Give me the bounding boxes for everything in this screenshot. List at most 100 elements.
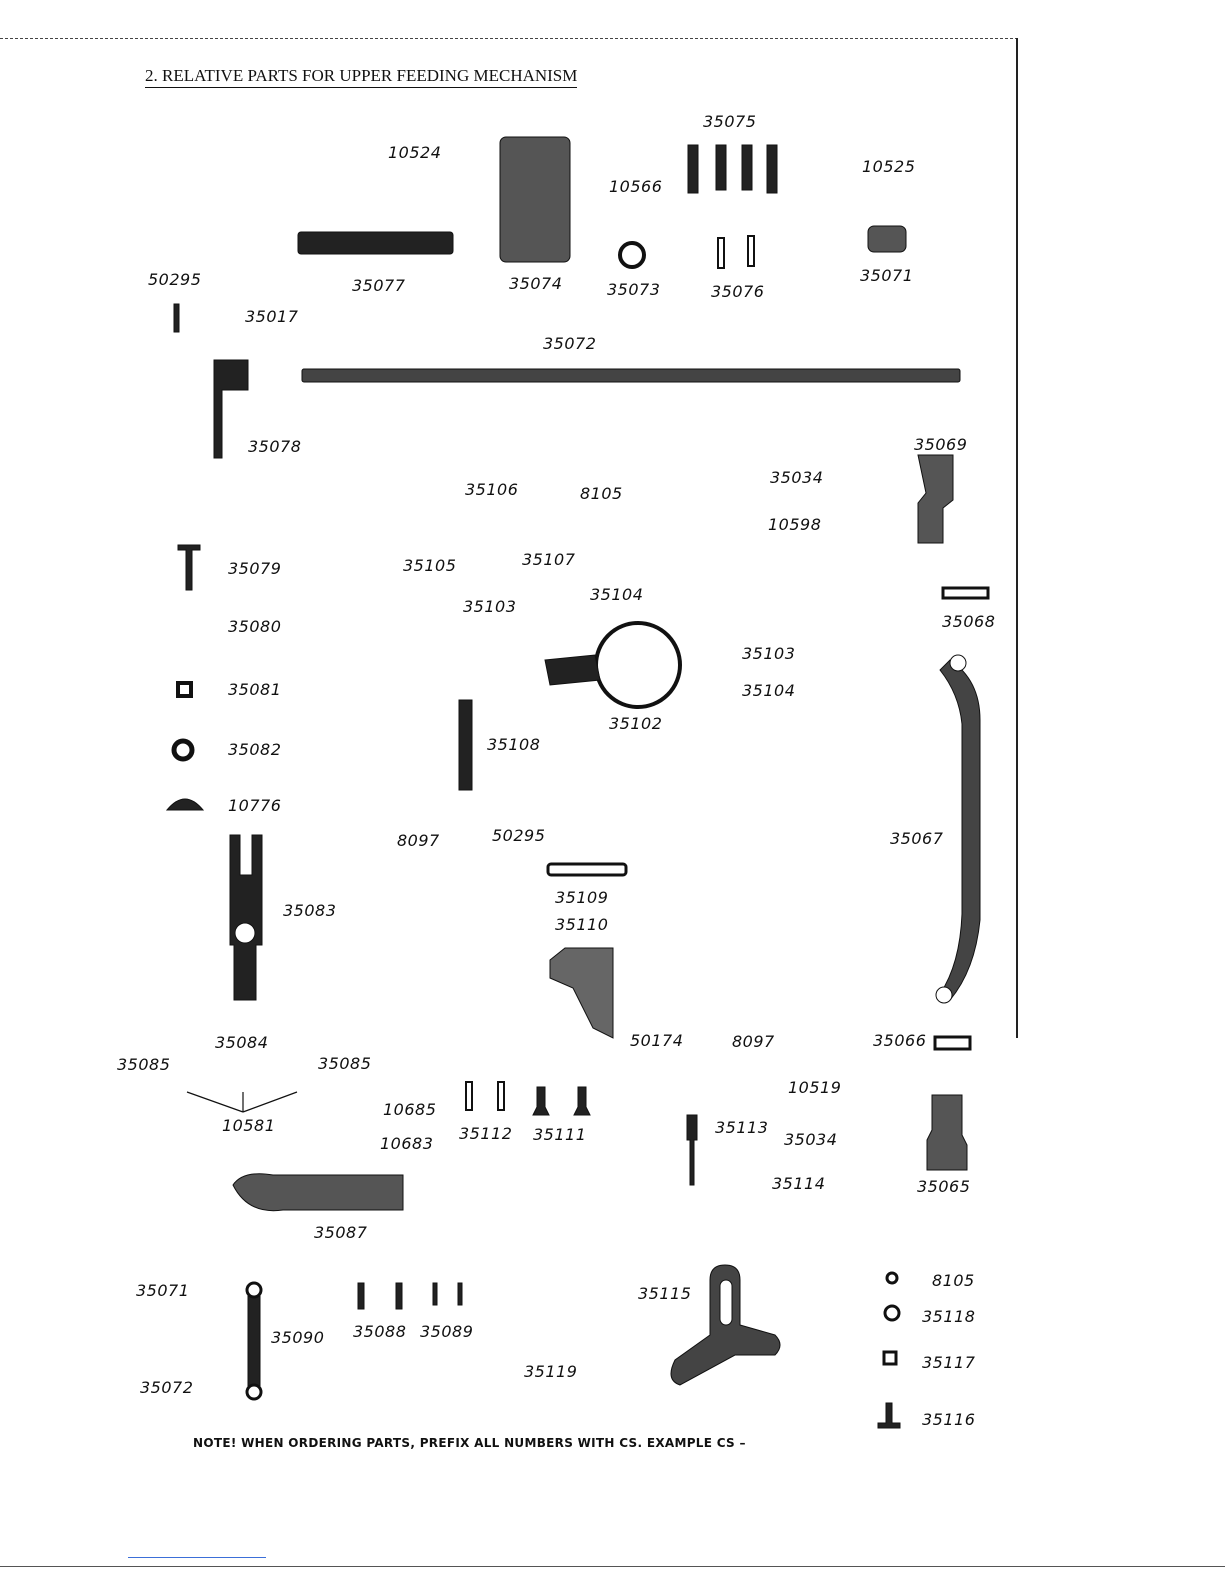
- part-35112-pins: [465, 1081, 505, 1111]
- part-number-label: 35067: [890, 829, 944, 848]
- part-number-label: 35111: [533, 1125, 587, 1144]
- part-number-label: 35112: [459, 1124, 513, 1143]
- part-35081-nut: [176, 681, 193, 698]
- part-35088-35089-screws: [357, 1282, 463, 1310]
- part-number-label: 35084: [215, 1033, 269, 1052]
- part-10581-leader: [186, 1091, 298, 1113]
- part-number-label: 35104: [590, 585, 644, 604]
- part-35075-screws: [687, 144, 778, 194]
- part-number-label: 35079: [228, 559, 282, 578]
- part-number-label: 35068: [942, 612, 996, 631]
- part-35102-ring: [594, 621, 682, 709]
- part-number-label: 35082: [228, 740, 282, 759]
- part-35068-pin: [941, 586, 990, 600]
- ordering-note: NOTE! WHEN ORDERING PARTS, PREFIX ALL NU…: [193, 1436, 746, 1450]
- part-number-label: 35117: [922, 1353, 976, 1372]
- part-number-label: 10683: [380, 1134, 434, 1153]
- part-35109-pin: [546, 862, 628, 877]
- bottom-border: [0, 1566, 1225, 1567]
- part-number-label: 35066: [873, 1031, 927, 1050]
- part-number-label: 35065: [917, 1177, 971, 1196]
- part-number-label: 10776: [228, 796, 282, 815]
- part-number-label: 35119: [524, 1362, 578, 1381]
- part-number-label: 35080: [228, 617, 282, 636]
- part-35087-arm: [232, 1173, 404, 1212]
- part-number-label: 35074: [509, 274, 563, 293]
- part-number-label: 8105: [932, 1271, 975, 1290]
- part-number-label: 35105: [403, 556, 457, 575]
- part-number-label: 35103: [742, 644, 796, 663]
- footer-link-underline[interactable]: [128, 1557, 266, 1558]
- part-number-label: 8105: [580, 484, 623, 503]
- part-number-label: 35077: [352, 276, 406, 295]
- part-number-label: 35017: [245, 307, 299, 326]
- part-number-label: 35085: [117, 1055, 171, 1074]
- part-35074-block: [499, 136, 571, 263]
- part-number-label: 35071: [136, 1281, 190, 1300]
- part-number-label: 35104: [742, 681, 796, 700]
- part-35083-fork: [229, 834, 263, 1001]
- part-35077-shaft: [297, 231, 454, 255]
- part-number-label: 35108: [487, 735, 541, 754]
- part-35116-screw: [877, 1402, 901, 1429]
- part-number-label: 35106: [465, 480, 519, 499]
- part-number-label: 35076: [711, 282, 765, 301]
- part-10776-clip: [165, 798, 205, 811]
- part-number-label: 35034: [784, 1130, 838, 1149]
- part-35102-arm: [544, 654, 601, 686]
- part-number-label: 35109: [555, 888, 609, 907]
- part-35111-screws: [532, 1086, 591, 1116]
- part-number-label: 35073: [607, 280, 661, 299]
- part-35118-ring: [883, 1304, 901, 1322]
- part-number-label: 8097: [732, 1032, 775, 1051]
- part-35076-pins: [717, 235, 755, 269]
- part-number-label: 35085: [318, 1054, 372, 1073]
- part-number-label: 35069: [914, 435, 968, 454]
- part-35090-link: [247, 1289, 261, 1391]
- part-35117-nut: [882, 1350, 898, 1366]
- part-number-label: 35113: [715, 1118, 769, 1137]
- part-number-label: 10566: [609, 177, 663, 196]
- part-number-label: 35089: [420, 1322, 474, 1341]
- part-35065-bracket: [926, 1094, 968, 1171]
- part-number-label: 35115: [638, 1284, 692, 1303]
- part-number-label: 10524: [388, 143, 442, 162]
- part-number-label: 10685: [383, 1100, 437, 1119]
- part-35066-pin: [933, 1035, 972, 1051]
- part-number-label: 35102: [609, 714, 663, 733]
- part-35072-shaft: [301, 368, 961, 383]
- part-number-label: 50174: [630, 1031, 684, 1050]
- part-number-label: 10581: [222, 1116, 276, 1135]
- part-35082-nut: [171, 738, 195, 762]
- part-number-label: 10525: [862, 157, 916, 176]
- part-number-label: 35072: [140, 1378, 194, 1397]
- part-35069-bracket: [917, 454, 954, 544]
- part-number-label: 35071: [860, 266, 914, 285]
- part-35067-link: [939, 659, 981, 1001]
- part-number-label: 35083: [283, 901, 337, 920]
- part-35110-bracket: [549, 947, 614, 1039]
- part-number-label: 50295: [148, 270, 202, 289]
- part-number-label: 35103: [463, 597, 517, 616]
- part-number-label: 10598: [768, 515, 822, 534]
- right-border: [1016, 38, 1018, 1038]
- part-number-label: 35087: [314, 1223, 368, 1242]
- part-number-label: 35090: [271, 1328, 325, 1347]
- part-number-label: 35081: [228, 680, 282, 699]
- part-number-label: 35088: [353, 1322, 407, 1341]
- page-title: 2. RELATIVE PARTS FOR UPPER FEEDING MECH…: [145, 66, 578, 88]
- part-35073-washer: [618, 241, 646, 269]
- part-number-label: 35116: [922, 1410, 976, 1429]
- part-35108-lever: [458, 699, 473, 791]
- part-number-label: 35107: [522, 550, 576, 569]
- part-number-label: 10519: [788, 1078, 842, 1097]
- part-number-label: 35075: [703, 112, 757, 131]
- part-8105-ring: [885, 1271, 899, 1285]
- part-number-label: 50295: [492, 826, 546, 845]
- part-50295-pin: [173, 303, 180, 333]
- part-35071-collar: [867, 225, 907, 253]
- part-number-label: 35078: [248, 437, 302, 456]
- top-border: [0, 38, 1018, 39]
- part-number-label: 35118: [922, 1307, 976, 1326]
- part-number-label: 35114: [772, 1174, 826, 1193]
